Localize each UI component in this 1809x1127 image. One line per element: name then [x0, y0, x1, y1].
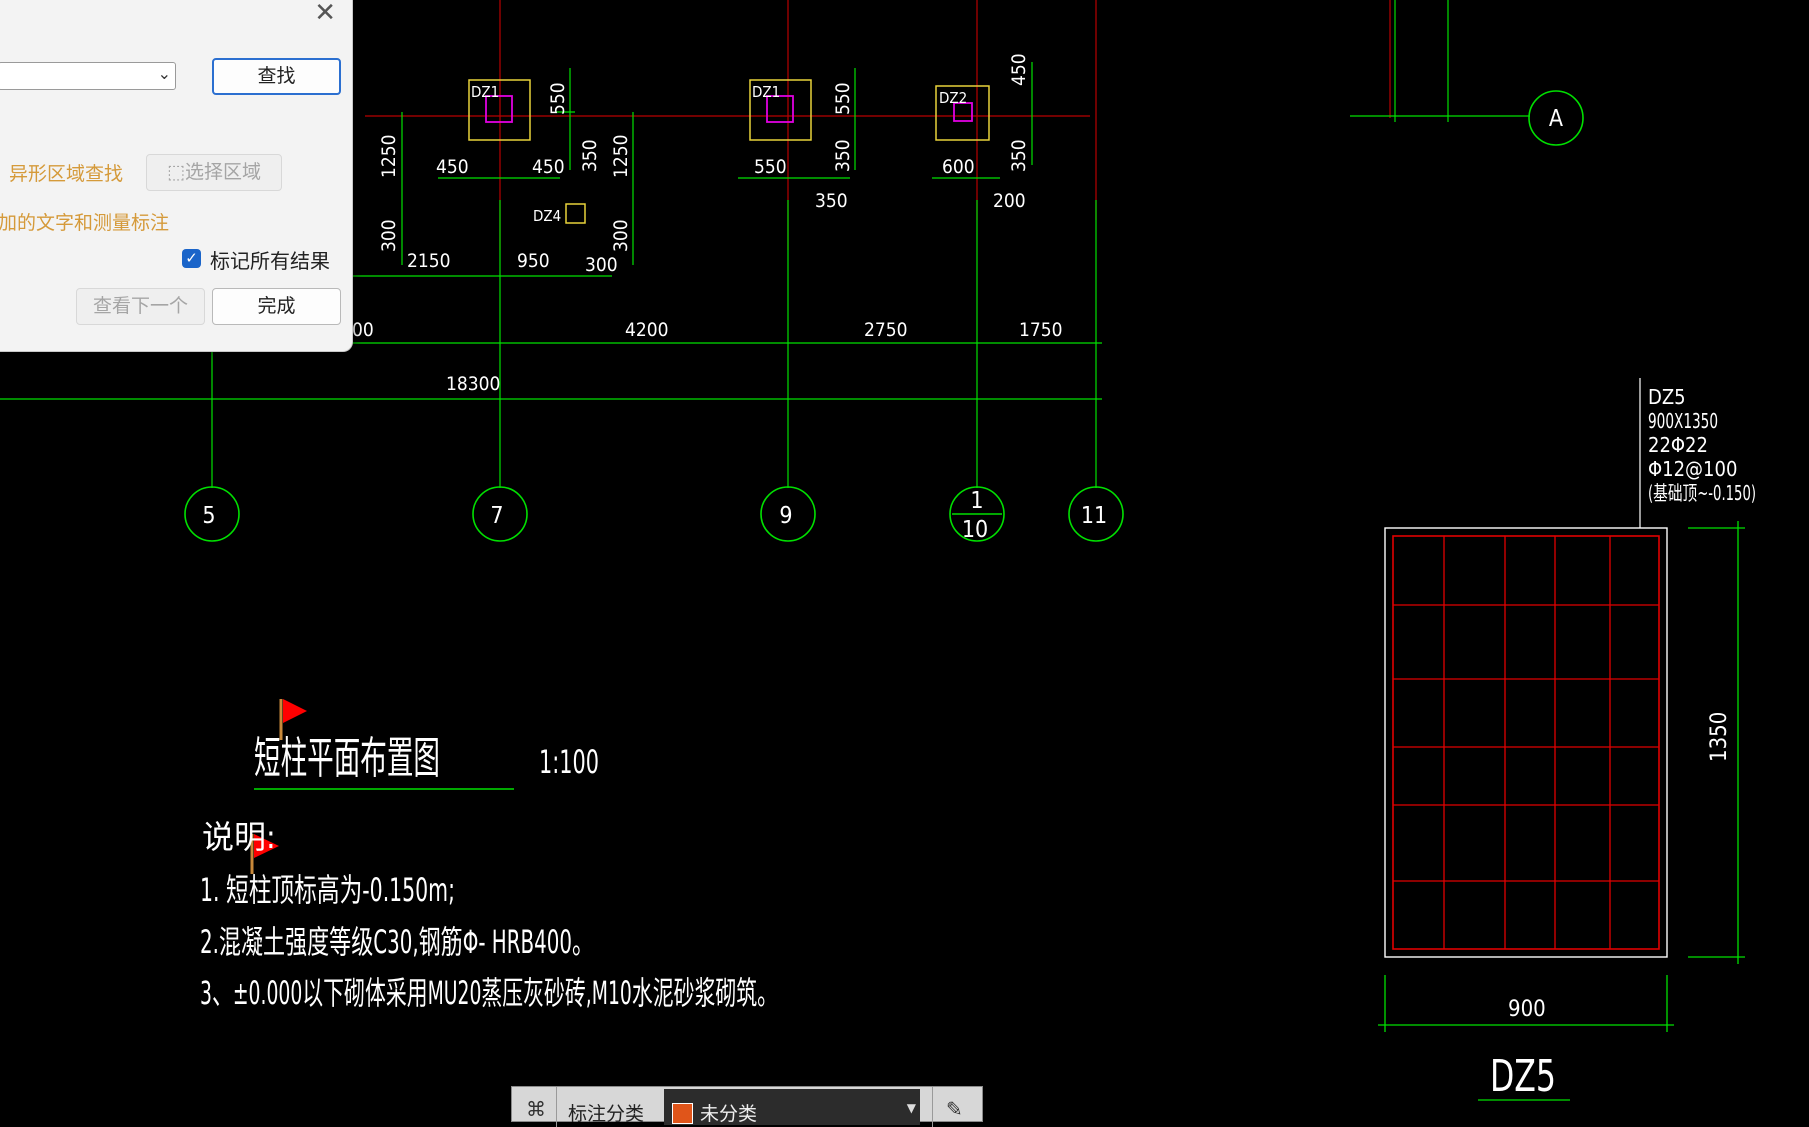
dim-text: 2750 — [864, 319, 908, 341]
search-dropdown[interactable]: ⌄ — [0, 62, 176, 90]
axis-label: 5 — [202, 503, 215, 529]
notes-header: 说明: — [202, 818, 276, 856]
column-dz4[interactable]: DZ4 — [533, 203, 586, 225]
category-color-swatch — [672, 1103, 693, 1124]
dim-text: 1250 — [610, 135, 632, 179]
dim-text: 350 — [579, 139, 601, 172]
dim-text: 2150 — [407, 250, 451, 272]
dim-text: 350 — [1008, 139, 1030, 172]
dim-text: 950 — [517, 250, 550, 272]
column-label: DZ1 — [471, 83, 499, 101]
annotation-category-label: 标注分类 — [568, 1103, 645, 1125]
axis-label: 1 — [970, 488, 983, 514]
find-dialog: ✕ ⌄ 查找 异形区域查找 ⬚选择区域 加的文字和测量标注 ✓ 标记所有结果 查… — [0, 0, 353, 352]
column-label: DZ1 — [752, 83, 780, 101]
dim-text: 00 — [352, 319, 374, 341]
dz5-info: DZ5 900X1350 22Φ22 Φ12@100 (基础顶~-0.150) — [1648, 385, 1756, 505]
text-and-dims-label: 加的文字和测量标注 — [0, 212, 170, 234]
dz5-info-line: Φ12@100 — [1648, 457, 1737, 481]
dim-text: 200 — [993, 190, 1026, 212]
dimension-texts-vertical: 1250 300 550 350 1250 300 550 350 450 35… — [378, 53, 1030, 252]
flag-marker-notes[interactable] — [250, 834, 279, 874]
annotation-toolbar: ⌘ 标注分类 未分类 ▼ ✎ — [511, 1086, 983, 1127]
dim-text: 350 — [832, 139, 854, 172]
dim-text: 4200 — [625, 319, 669, 341]
axis-label: 7 — [490, 503, 503, 529]
axis-label: 11 — [1081, 503, 1107, 529]
category-selected-value: 未分类 — [700, 1103, 758, 1125]
chevron-down-icon: ⌄ — [157, 64, 171, 83]
column-label: DZ2 — [939, 89, 967, 107]
dim-text: 1750 — [1019, 319, 1063, 341]
mark-all-checkbox[interactable]: ✓ — [182, 249, 201, 268]
axis-bubble-9 — [760, 486, 816, 542]
dim-text: 450 — [1008, 53, 1030, 86]
dim-text: 300 — [610, 219, 632, 252]
axis-bubble-a — [1528, 90, 1584, 146]
axis-bubbles — [184, 90, 1584, 542]
next-result-button[interactable]: 查看下一个 — [76, 288, 205, 325]
column-label: DZ4 — [533, 207, 561, 225]
note-item: 3、±0.000以下砌体采用MU20蒸压灰砂砖,M10水泥砂浆砌筑。 — [200, 974, 778, 1012]
axis-label: A — [1549, 106, 1563, 132]
dimension-texts: 450 450 550 600 350 200 2150 950 300 00 … — [352, 156, 1063, 395]
axis-label: 9 — [779, 503, 792, 529]
axis-grid-lines — [365, 0, 1391, 250]
dim-text: 350 — [815, 190, 848, 212]
dim-text: 550 — [547, 82, 569, 115]
dim-text: 550 — [832, 82, 854, 115]
note-item: 2.混凝土强度等级C30,钢筋Φ- HRB400。 — [200, 923, 594, 961]
dimension-lines — [0, 0, 1530, 488]
dim-text: 18300 — [446, 373, 500, 395]
axis-bubble-7 — [472, 486, 528, 542]
dz5-info-line: 900X1350 — [1648, 409, 1718, 433]
mark-all-label[interactable]: 标记所有结果 — [210, 249, 330, 273]
dropdown-arrow-icon: ▼ — [906, 1101, 916, 1115]
axis-bubble-1-10 — [949, 486, 1005, 542]
axis-labels: 5 7 9 1 10 11 A — [202, 106, 1563, 543]
plan-title: 短柱平面布置图 — [254, 733, 440, 784]
dialog-titlebar: ✕ — [0, 0, 352, 34]
dz5-info-line: (基础顶~-0.150) — [1648, 481, 1756, 505]
select-area-icon: ⬚ — [167, 161, 185, 183]
edit-icon[interactable]: ✎ — [946, 1097, 963, 1121]
note-item: 1. 短柱顶标高为-0.150m; — [200, 871, 455, 909]
dim-text: 450 — [436, 156, 469, 178]
flag-marker-title[interactable] — [279, 699, 307, 740]
column-dz1-b[interactable]: DZ1 — [749, 79, 812, 141]
column-dz2[interactable]: DZ2 — [935, 85, 990, 141]
plan-scale: 1:100 — [539, 743, 599, 781]
dz5-info-line: DZ5 — [1648, 385, 1686, 409]
axis-bubble-5 — [184, 486, 240, 542]
dim-text: 300 — [585, 254, 618, 276]
axis-label: 10 — [962, 517, 988, 543]
axis-bubble-11 — [1068, 486, 1124, 542]
dz5-info-line: 22Φ22 — [1648, 433, 1708, 457]
dim-text: 450 — [532, 156, 565, 178]
dim-text: 600 — [942, 156, 975, 178]
find-button[interactable]: 查找 — [212, 58, 341, 95]
dz5-height: 1350 — [1707, 712, 1732, 762]
close-icon[interactable]: ✕ — [314, 0, 336, 28]
irregular-area-find-label[interactable]: 异形区域查找 — [9, 163, 124, 185]
dim-text: 1250 — [378, 135, 400, 179]
select-area-button[interactable]: ⬚选择区域 — [146, 154, 282, 191]
dz5-title: DZ5 — [1490, 1051, 1556, 1102]
done-button[interactable]: 完成 — [212, 288, 341, 325]
column-dz1-a[interactable]: DZ1 — [468, 79, 531, 141]
dz5-dimension-lines — [1378, 521, 1745, 1101]
dz5-width: 900 — [1508, 997, 1546, 1022]
grid-icon[interactable]: ⌘ — [526, 1097, 546, 1121]
dim-text: 550 — [754, 156, 787, 178]
dz5-section — [1384, 527, 1668, 958]
dim-text: 300 — [378, 219, 400, 252]
